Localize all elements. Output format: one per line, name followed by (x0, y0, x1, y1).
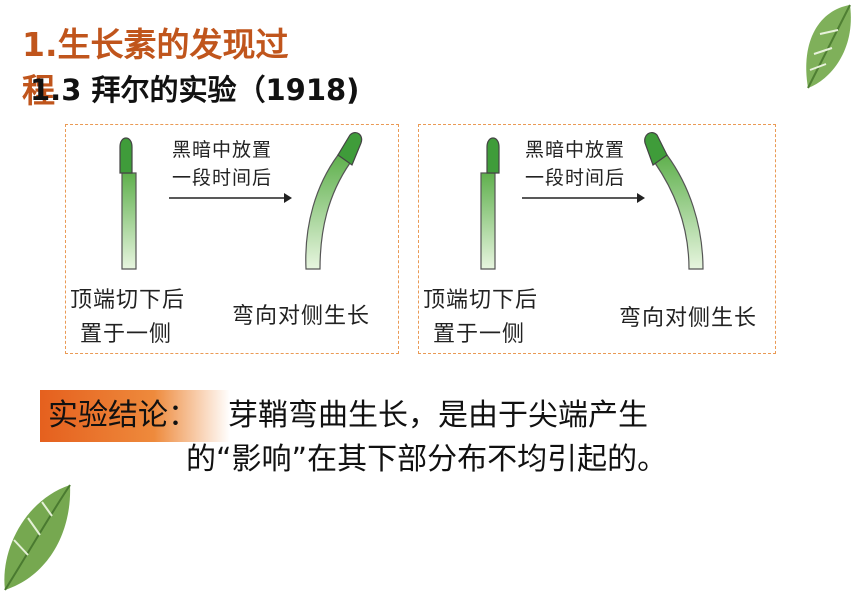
arrow-label-line2: 一段时间后 (525, 167, 626, 189)
leaf-decoration-bottom-left-icon (4, 484, 71, 591)
conclusion-text: 芽鞘弯曲生长，是由于尖端产生的“影响”在其下部分布不均引起的。 (186, 398, 668, 477)
leaf-decoration-top-right-icon (806, 4, 851, 89)
cut-coleoptile-stem (480, 172, 496, 270)
coleoptile-tip (486, 137, 500, 174)
arrow-label-line1: 黑暗中放置 (525, 139, 626, 161)
page-subtitle: 1.3 拜尔的实验（1918) (30, 73, 360, 107)
page-title: 1.生长素的发现过程 (22, 25, 289, 110)
bent-coleoptile-stem (305, 154, 351, 270)
arrow-label-line2: 一段时间后 (172, 167, 273, 189)
left-caption-line1: 顶端切下后 (70, 288, 186, 313)
left-caption-line1: 顶端切下后 (423, 288, 539, 313)
cut-coleoptile-stem (121, 172, 137, 270)
coleoptile-tip (119, 137, 133, 174)
right-caption: 弯向对侧生长 (232, 304, 371, 329)
bent-coleoptile-stem (654, 154, 704, 270)
experiment-diagram-1 (119, 131, 363, 270)
bent-coleoptile-tip (337, 131, 363, 166)
left-caption-line2: 置于一侧 (80, 322, 173, 347)
experiment-panel-1: 黑暗中放置 一段时间后 顶端切下后 置于一侧 弯向对侧生长 (65, 124, 399, 354)
experiment-diagram-2 (480, 131, 704, 270)
left-caption-line2: 置于一侧 (433, 322, 526, 347)
right-caption: 弯向对侧生长 (619, 306, 758, 331)
experiment-panel-2: 黑暗中放置 一段时间后 顶端切下后 置于一侧 弯向对侧生长 (418, 124, 776, 354)
bent-coleoptile-tip (644, 131, 668, 166)
arrow-label-line1: 黑暗中放置 (172, 139, 273, 161)
conclusion-label: 实验结论： (40, 390, 230, 442)
